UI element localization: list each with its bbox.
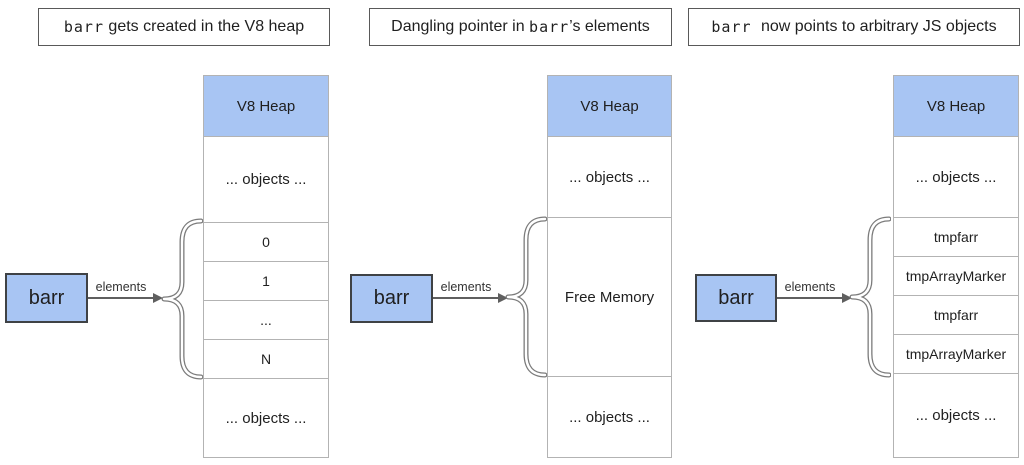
title-code-barr: barr (63, 18, 104, 36)
heap-cell-tmparraymarker-1: tmpArrayMarker (894, 257, 1018, 296)
barr-box-3: barr (695, 274, 777, 322)
elements-arrow-label: elements (784, 280, 836, 294)
elements-arrow-label: elements (95, 280, 147, 294)
heap-cell-index-n: N (204, 340, 328, 379)
elements-arrow-head (842, 293, 852, 303)
curly-brace-icon (157, 218, 204, 380)
heap-cell-objects-top: ... objects ... (894, 137, 1018, 218)
title-code-barr: barr (529, 18, 570, 36)
elements-arrow-line (88, 297, 154, 299)
title-text-post: gets created in the V8 heap (103, 18, 305, 35)
barr-box-2: barr (350, 274, 433, 323)
title-code-barr: barr (711, 18, 752, 36)
heap-cell-index-1: 1 (204, 262, 328, 301)
heap-header-cell: V8 Heap (548, 76, 671, 137)
heap-cell-objects-bottom: ... objects ... (569, 408, 650, 426)
elements-arrow-head (153, 293, 163, 303)
heap-cell-index-0: 0 (204, 223, 328, 262)
panel-1-title-box: barr gets created in the V8 heap (38, 8, 330, 46)
elements-arrow-line (433, 297, 499, 299)
heap-column-3: V8 Heap ... objects ... tmpfarr tmpArray… (893, 75, 1019, 458)
title-text-post: ’s elements (569, 18, 650, 35)
curly-brace-icon (845, 216, 892, 378)
heap-cell-objects-top: ... objects ... (204, 137, 328, 223)
elements-arrow-line (777, 297, 843, 299)
heap-cell-tmpfarr-2: tmpfarr (894, 296, 1018, 335)
title-text-post: now points to arbitrary JS objects (756, 18, 997, 35)
heap-cell-objects-bottom: ... objects ... (915, 407, 997, 424)
barr-box-1: barr (5, 273, 88, 323)
title-text-pre: Dangling pointer in (391, 18, 530, 35)
heap-cell-objects-top: ... objects ... (548, 137, 671, 218)
heap-header-cell: V8 Heap (894, 76, 1018, 137)
panel-2-title-box: Dangling pointer in barr’s elements (369, 8, 672, 46)
heap-cell-objects-bottom: ... objects ... (225, 409, 307, 427)
elements-arrow-label: elements (440, 280, 492, 294)
heap-cell-index-dots: ... (204, 301, 328, 340)
heap-cell-tmpfarr-1: tmpfarr (894, 218, 1018, 257)
heap-cell-tmparraymarker-2: tmpArrayMarker (894, 335, 1018, 374)
elements-arrow-head (498, 293, 508, 303)
heap-column-2: V8 Heap ... objects ... Free Memory ... … (547, 75, 672, 458)
curly-brace-icon (501, 216, 548, 378)
heap-header-cell: V8 Heap (204, 76, 328, 137)
panel-3-title-box: barr now points to arbitrary JS objects (688, 8, 1020, 46)
heap-cell-free-memory: Free Memory (548, 218, 671, 377)
heap-column-1: V8 Heap ... objects ... 0 1 ... N ... ob… (203, 75, 329, 458)
